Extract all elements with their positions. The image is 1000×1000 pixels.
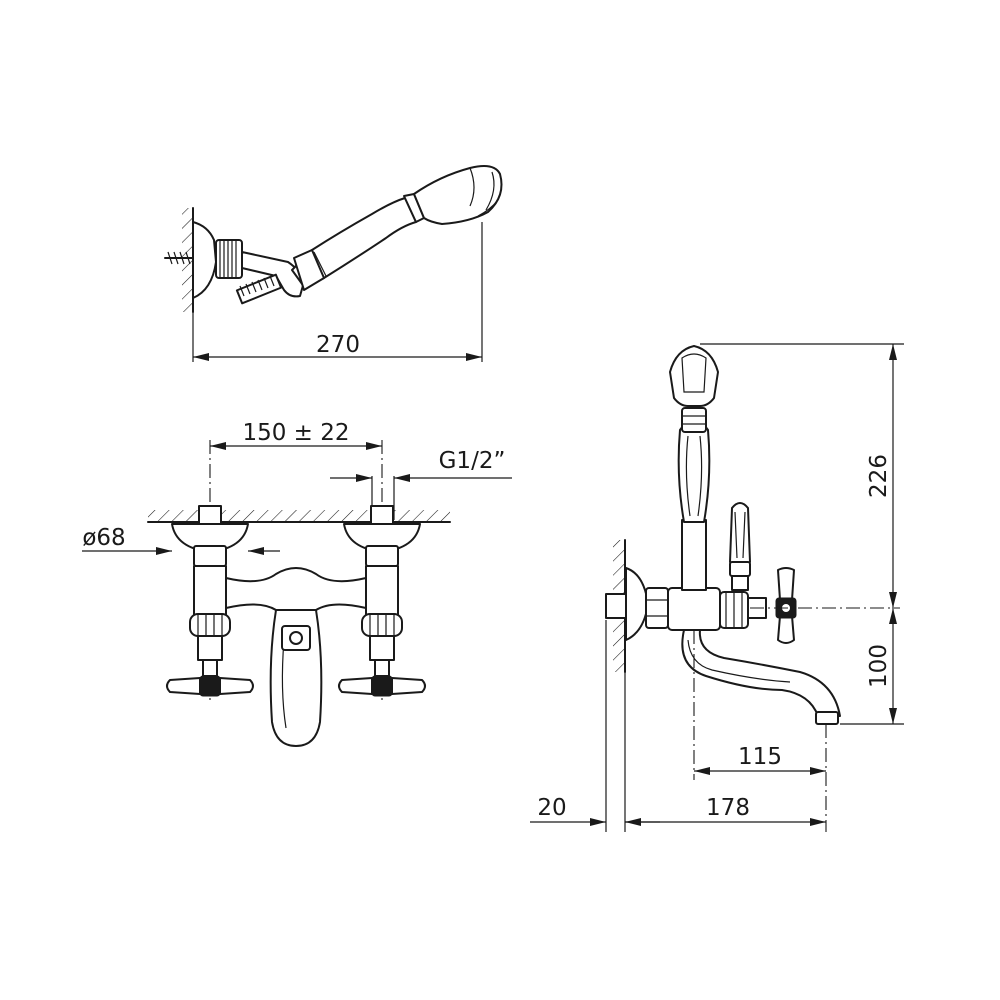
dim-thread-label: G1/2” xyxy=(439,448,506,474)
dim-226-label: 226 xyxy=(866,454,892,498)
hand-shower-view: 270 xyxy=(164,165,503,362)
right-cross-handle[interactable] xyxy=(338,675,426,697)
side-nut xyxy=(645,587,669,629)
side-main-body xyxy=(667,587,721,631)
right-valve-body xyxy=(343,505,421,677)
dim-178-label: 178 xyxy=(706,795,750,821)
shower-riser xyxy=(677,407,711,591)
front-view: 150 ± 22 G1/2” ø68 xyxy=(82,420,512,747)
diverter-knob[interactable] xyxy=(729,502,751,591)
dim-20-label: 20 xyxy=(537,795,566,821)
left-cross-handle[interactable] xyxy=(166,675,254,697)
bracket-flange xyxy=(192,221,217,299)
dim-115-label: 115 xyxy=(738,744,782,770)
dim-150-label: 150 ± 22 xyxy=(242,420,349,446)
wall-hatch-front xyxy=(148,510,450,522)
bracket-holder-arm xyxy=(241,251,305,298)
dim-68-label: ø68 xyxy=(82,525,125,551)
hose-fitting xyxy=(235,273,283,305)
side-shower-holder xyxy=(669,345,719,407)
wall-hatch xyxy=(182,208,193,312)
side-flange xyxy=(625,567,649,641)
shower-head xyxy=(413,165,503,225)
inlet-pipe xyxy=(605,593,627,619)
spout-aerator xyxy=(815,711,839,725)
side-view: 226 100 115 178 20 xyxy=(530,343,904,832)
dim-100-label: 100 xyxy=(866,644,892,688)
mixer-bridge xyxy=(225,567,367,611)
dim-270-label: 270 xyxy=(316,332,360,358)
side-cross-handle[interactable] xyxy=(775,567,797,644)
side-spout xyxy=(681,629,841,717)
